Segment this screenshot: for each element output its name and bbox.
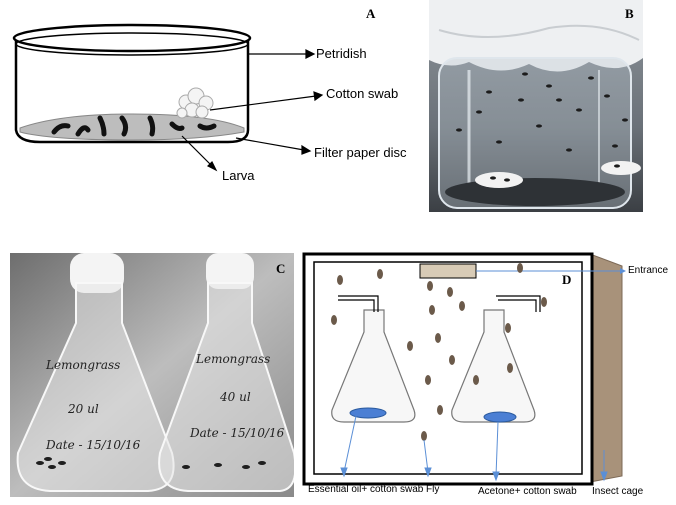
fly-icon	[36, 457, 266, 469]
larva-icon	[51, 115, 217, 137]
flask-photo-illustration: Lemongrass 20 ul Date - 15/10/16 Lemongr…	[10, 253, 294, 497]
right-flask-line2: 40 ul	[219, 390, 251, 404]
essential-oil-cotton-swab-label: Essential oil+ cotton swab	[308, 484, 424, 495]
entrance-label: Entrance	[628, 265, 669, 276]
cotton-swab-label: Cotton swab	[326, 86, 399, 101]
larva-label: Larva	[222, 168, 255, 183]
panel-c-flask-photo: Lemongrass 20 ul Date - 15/10/16 Lemongr…	[10, 253, 294, 497]
petridish-illustration	[12, 23, 324, 172]
left-flask-line3: Date - 15/10/16	[45, 438, 141, 452]
jar-photo-illustration	[429, 0, 643, 212]
insect-cage-label: Insect cage	[592, 486, 644, 497]
left-flask-line1: Lemongrass	[45, 358, 120, 372]
insect-cage-illustration	[302, 252, 626, 486]
panel-a-letter: A	[366, 6, 376, 21]
fly-icon	[331, 263, 547, 441]
right-flask-line3: Date - 15/10/16	[189, 426, 285, 440]
panel-d-cage-diagram: D Entrance Essential oil+ cotton swab Fl…	[300, 250, 676, 505]
panel-d-letter: D	[562, 272, 572, 287]
filter-paper-disc-label: Filter paper disc	[314, 145, 407, 160]
acetone-cotton-swab-label: Acetone+ cotton swab	[478, 486, 577, 497]
fly-label: Fly	[426, 484, 440, 495]
fly-icon	[456, 72, 628, 182]
right-flask-line1: Lemongrass	[195, 352, 270, 366]
cotton-swab-icon	[176, 87, 214, 119]
left-flask-line2: 20 ul	[67, 402, 99, 416]
panel-b-letter: B	[625, 6, 634, 21]
panel-b-jar-photo: B	[429, 0, 643, 212]
panel-c-letter: C	[276, 261, 286, 276]
petridish-label: Petridish	[316, 46, 367, 61]
